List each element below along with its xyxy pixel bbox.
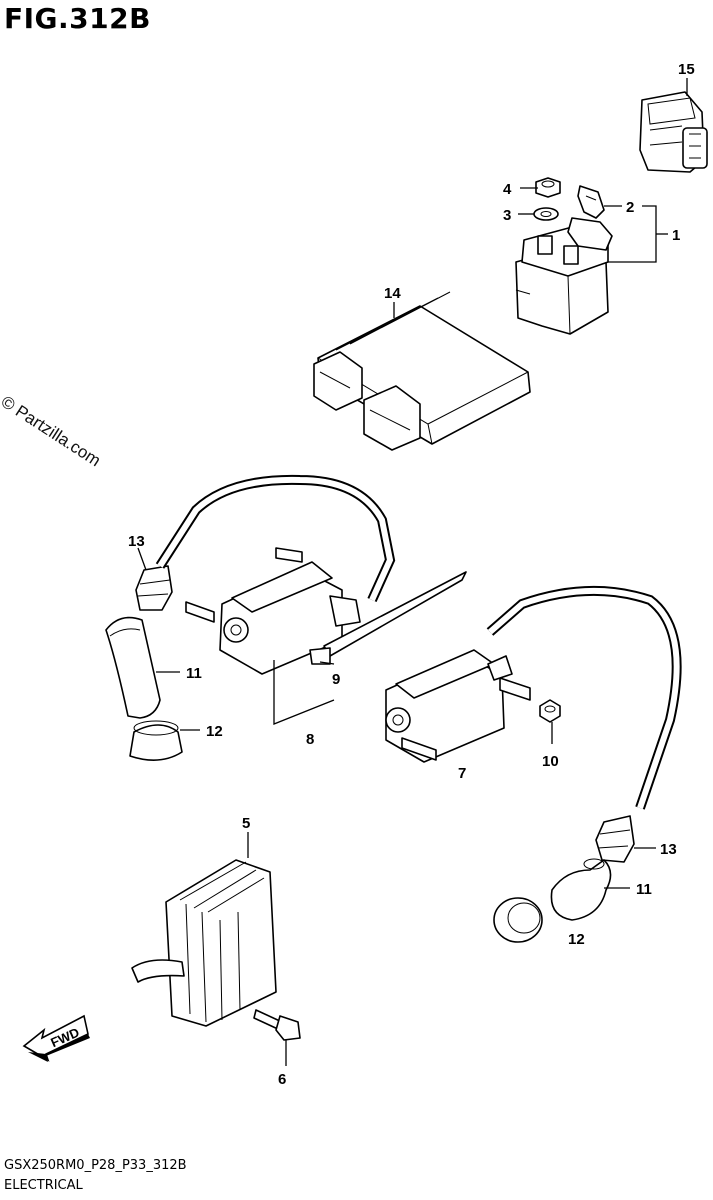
part-4-nut[interactable] [535,177,561,198]
callout-15: 15 [678,61,695,78]
callout-3: 3 [503,207,511,224]
callout-12-lower: 12 [568,931,585,948]
lead-highlight-upper [157,476,394,602]
part-12-rubber-cap-lower[interactable] [493,897,543,943]
callout-1: 1 [672,227,680,244]
part-11-plug-cap-upper[interactable] [105,616,161,719]
part-7-ignition-coil[interactable] [385,649,531,763]
part-13-cap-boot-upper[interactable] [135,565,173,611]
part-2-fuse[interactable] [577,185,605,219]
part-6-bolt[interactable] [253,1009,301,1041]
part-14-ecm[interactable] [313,291,531,451]
callout-2: 2 [626,199,634,216]
lead-highlight-lower [488,587,680,809]
fwd-arrow-icon: FWD [22,1014,90,1062]
part-10-nut[interactable] [539,699,561,723]
callout-7: 7 [458,765,466,782]
part-12-rubber-cap-upper[interactable] [129,720,183,761]
callout-6: 6 [278,1071,286,1088]
callout-9: 9 [332,671,340,688]
part-15-connector[interactable] [639,91,708,173]
part-9-tie-strap[interactable] [309,571,467,665]
callout-13-upper: 13 [128,533,145,550]
callout-13-lower: 13 [660,841,677,858]
leader-lines [137,78,688,1066]
part-11-plug-cap-lower[interactable] [550,858,612,921]
footer-name: ELECTRICAL [4,1178,83,1193]
callout-11-lower: 11 [636,881,652,898]
callout-11-upper: 11 [186,665,202,682]
part-3-washer[interactable] [533,207,559,221]
part-5-regulator-rectifier[interactable] [131,859,277,1027]
callout-bracket-8 [273,660,335,725]
callout-12-upper: 12 [206,723,223,740]
part-1-starter-relay[interactable] [515,217,613,335]
part-13-cap-boot-lower[interactable] [595,815,635,863]
callout-8: 8 [306,731,314,748]
figure-title: FIG.312B [4,2,151,35]
callout-14: 14 [384,285,401,302]
part-8-ignition-coil[interactable] [185,547,361,675]
callout-4: 4 [503,181,512,198]
callout-10: 10 [542,753,559,770]
callout-5: 5 [242,815,250,832]
footer-code: GSX250RM0_P28_P33_312B [4,1158,187,1173]
